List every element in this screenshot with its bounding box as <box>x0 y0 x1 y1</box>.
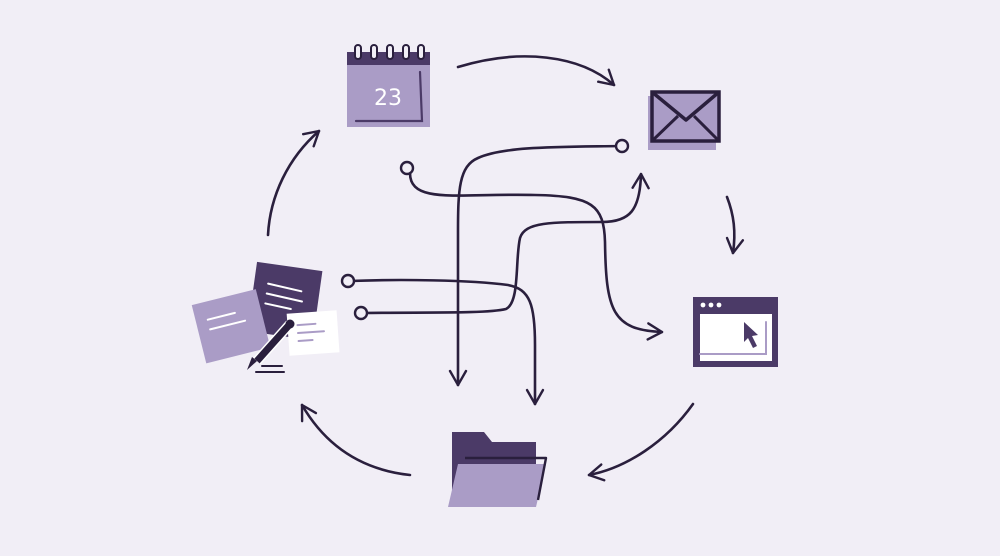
connection-lines <box>348 144 664 406</box>
notes-and-pencil-icon <box>191 261 340 373</box>
arrow-browser-to-folder <box>587 402 695 482</box>
light-note <box>191 289 271 364</box>
arrow-notes-to-calendar <box>266 129 321 237</box>
cursor-icon <box>744 322 758 348</box>
dot-top <box>399 160 415 176</box>
browser-window-icon <box>693 297 778 367</box>
pencil-icon <box>247 319 295 373</box>
dot-envelope <box>614 138 630 154</box>
line-notes-to-envelope <box>360 172 650 315</box>
cycle-arrows <box>266 55 745 482</box>
line-envelope-to-folder <box>448 144 622 387</box>
calendar-icon: 23 <box>347 44 430 127</box>
line-top-to-browser <box>408 171 664 341</box>
arrow-calendar-to-envelope <box>456 55 616 87</box>
white-note <box>286 310 340 356</box>
arrow-envelope-to-browser <box>725 195 745 255</box>
calendar-day: 23 <box>374 86 402 111</box>
folder-icon <box>448 432 548 507</box>
dot-notes-lower <box>353 305 369 321</box>
envelope-icon <box>648 90 721 150</box>
dot-notes-upper <box>340 273 356 289</box>
line-notes-to-folder <box>348 278 545 406</box>
connector-dots <box>340 138 630 321</box>
arrow-folder-to-notes <box>300 403 412 477</box>
